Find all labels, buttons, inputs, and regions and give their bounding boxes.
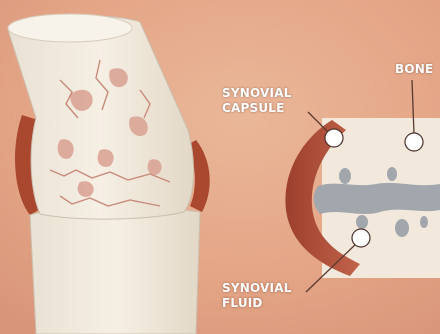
synovial-fluid-label-line1: SYNOVIAL — [222, 281, 292, 296]
bone-marker — [405, 133, 423, 151]
synovial-capsule-label-line2: CAPSULE — [222, 101, 292, 116]
synovial-fluid-label: SYNOVIAL FLUID — [222, 281, 292, 311]
synovial-fluid-label-line2: FLUID — [222, 296, 292, 311]
bone-label: BONE — [395, 62, 433, 77]
synovial-capsule-label-line1: SYNOVIAL — [222, 86, 292, 101]
synovial-fluid-shape — [314, 183, 440, 214]
bone-top-opening — [8, 14, 132, 42]
synovial-fluid-marker — [352, 229, 370, 247]
synovial-capsule-marker — [325, 129, 343, 147]
lower-bone — [30, 207, 200, 334]
synovial-capsule-label: SYNOVIAL CAPSULE — [222, 86, 292, 116]
